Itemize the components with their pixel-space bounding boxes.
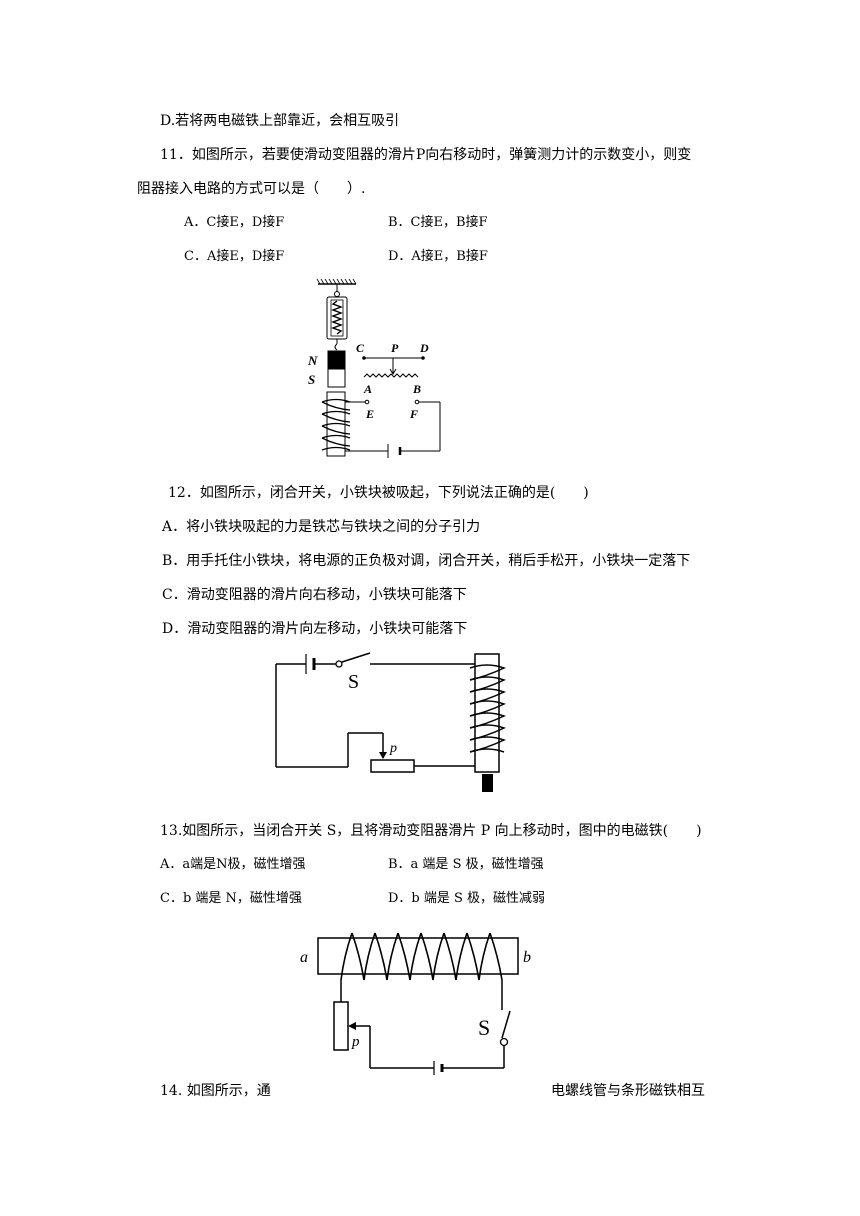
q11-option-d: D．A接E，B接F [388,249,488,264]
q12-rheostat [370,759,415,773]
q13-figure: a b p S [300,932,531,1075]
magnet-north-pole [327,350,346,370]
q12-figure: S p [275,652,506,792]
q13-option-a: A．a端是N极，磁性增强 [160,857,306,872]
q11-label-d: D [419,341,429,355]
q12-option-c: C．滑动变阻器的滑片向右移动，小铁块可能落下 [162,587,467,603]
q12-label-switch: S [348,671,359,693]
q11-stem-line-2: 阻器接入电路的方式可以是（ ）. [137,181,366,197]
q11-label-b: B [412,382,421,396]
q11-label-s: S [308,372,315,387]
q10-option-d: D.若将两电磁铁上部靠近，会相互吸引 [160,113,400,129]
q12-option-a: A．将小铁块吸起的力是铁芯与铁块之间的分子引力 [162,519,481,535]
q11-label-a: A [363,382,372,396]
q12-iron-block [482,774,493,792]
q12-label-slider: p [389,741,397,756]
q14-stem-start: 14. 如图所示，通 [160,1083,271,1099]
q13-rheostat [333,1001,349,1051]
q12-option-d: D．滑动变阻器的滑片向左移动，小铁块可能落下 [162,621,468,637]
q11-option-a: A．C接E，D接F [184,215,285,230]
q11-label-e: E [365,407,374,421]
q11-label-p: P [391,341,399,355]
q12-stem: 12．如图所示，闭合开关，小铁块被吸起，下列说法正确的是( ) [168,485,589,501]
magnet-south-pole [327,368,346,388]
q11-label-c: C [356,341,365,355]
q11-option-c: C．A接E，D接F [184,249,285,264]
q11-figure: N S C P D A B E F [307,278,441,458]
q13-label-b: b [523,949,531,966]
q13-option-b: B．a 端是 S 极，磁性增强 [388,857,544,872]
q13-option-c: C．b 端是 N，磁性增强 [160,891,302,906]
q11-label-n: N [307,353,318,368]
q11-label-f: F [409,407,418,421]
q12-option-b: B．用手托住小铁块，将电源的正负极对调，闭合开关，稍后手松开，小铁块一定落下 [162,553,691,569]
q13-label-slider: p [351,1034,360,1050]
q14-stem-end: 电螺线管与条形磁铁相互 [551,1083,705,1099]
q13-label-switch: S [478,1015,490,1040]
q11-option-b: B．C接E，B接F [388,215,488,230]
q13-label-a: a [300,949,308,966]
q13-stem: 13.如图所示，当闭合开关 S，且将滑动变阻器滑片 P 向上移动时，图中的电磁铁… [160,823,702,839]
q13-option-d: D．b 端是 S 极，磁性减弱 [388,891,546,906]
q11-stem-line-1: 11．如图所示，若要使滑动变阻器的滑片P向右移动时，弹簧测力计的示数变小，则变 [160,147,692,163]
